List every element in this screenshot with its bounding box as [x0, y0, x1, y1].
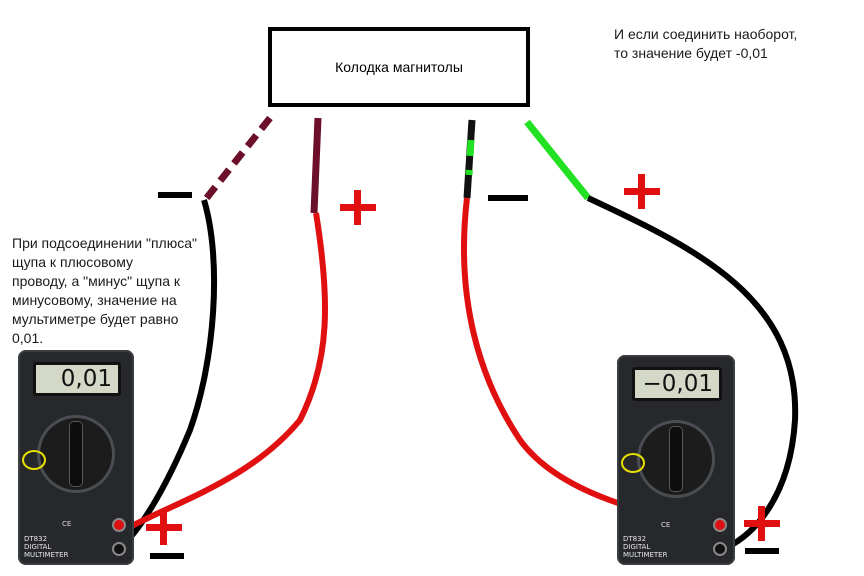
- selector-dial-left[interactable]: [40, 418, 112, 490]
- selected-range-highlight-right: [621, 453, 645, 473]
- lcd-display-left: 0,01: [33, 362, 121, 396]
- maroon-black-wire-stub: [202, 115, 273, 203]
- minus-sign-top-left: [158, 192, 192, 198]
- green-black-wire-stub: [463, 119, 476, 199]
- selected-range-highlight-left: [22, 450, 46, 470]
- com-jack-left[interactable]: [112, 542, 126, 556]
- green-wire-stripe: [465, 139, 475, 176]
- com-jack-right[interactable]: [713, 542, 727, 556]
- meter-brand-left: DT832 DIGITAL MULTIMETER: [24, 535, 68, 559]
- ce-mark-right: CE: [661, 521, 671, 529]
- selector-knob-left: [70, 422, 82, 486]
- brand-line2-left: MULTIMETER: [24, 551, 69, 559]
- meter-brand-right: DT832 DIGITAL MULTIMETER: [623, 535, 667, 559]
- red-jack-right[interactable]: [713, 518, 727, 532]
- minus-sign-bottom-right: [745, 548, 779, 554]
- model-label-left: DT832: [24, 535, 48, 543]
- brand-line2-right: MULTIMETER: [623, 551, 668, 559]
- brand-line1-left: DIGITAL: [24, 543, 52, 551]
- multimeter-right: −0,01 CE DT832 DIGITAL MULTIMETER: [617, 355, 735, 565]
- plus-sign-top-right: [624, 174, 660, 209]
- selector-dial-right[interactable]: [640, 423, 712, 495]
- brand-line1-right: DIGITAL: [623, 543, 651, 551]
- multimeter-left: 0,01 CE DT832 DIGITAL MULTIMETER: [18, 350, 134, 565]
- minus-sign-bottom-left: [150, 553, 184, 559]
- red-probe-lead-left: [122, 212, 329, 533]
- plus-sign-bottom-right: [744, 506, 780, 541]
- plus-sign-top-left: [340, 190, 376, 225]
- plus-sign-bottom-left: [146, 510, 182, 545]
- selector-knob-right: [670, 427, 682, 491]
- red-jack-left[interactable]: [112, 518, 126, 532]
- note-reverse-connection: И если соединить наоборот, то значение б…: [614, 26, 798, 61]
- connector-label: Колодка магнитолы: [335, 59, 463, 75]
- model-label-right: DT832: [623, 535, 647, 543]
- ce-mark-left: CE: [62, 520, 72, 528]
- minus-sign-top-right: [488, 195, 528, 201]
- note-correct-connection: При подсоединении "плюса" щупа к плюсово…: [12, 235, 197, 346]
- green-wire-stub: [524, 119, 591, 201]
- lcd-display-right: −0,01: [632, 367, 722, 401]
- connector-block: Колодка магнитолы: [268, 27, 530, 107]
- maroon-wire-stub: [310, 117, 322, 214]
